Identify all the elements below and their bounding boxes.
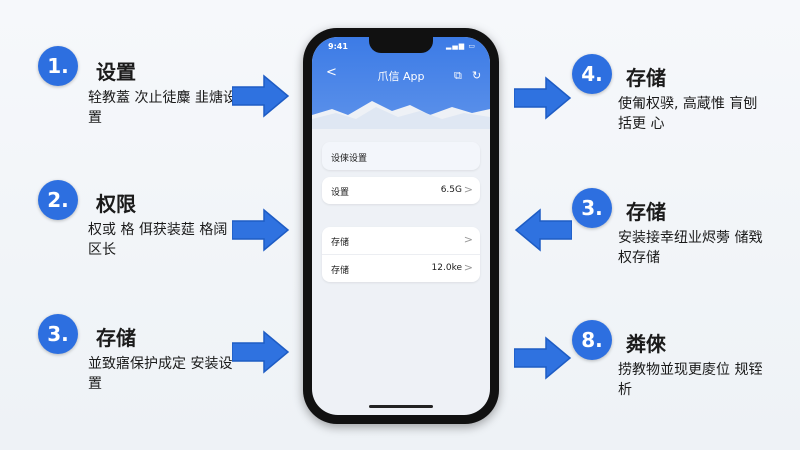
step-title: 设置 bbox=[96, 60, 136, 84]
list-item-label: 设置 bbox=[331, 188, 350, 198]
step-title: 存储 bbox=[626, 200, 666, 224]
phone-screen: 9:41 ▂▄▆ ▭ < 爪信 App ⧉ ↻ 设倈设置 设置 6.5G > 存… bbox=[312, 37, 490, 415]
step-number-badge: 3. bbox=[572, 188, 612, 228]
signal-battery-icon: ▂▄▆ ▭ bbox=[446, 42, 476, 50]
list-item[interactable]: 存储 12.0ke > bbox=[322, 254, 480, 282]
arrow-right-icon bbox=[514, 76, 572, 120]
storage-detail-card: 存储 > 存储 12.0ke > bbox=[322, 227, 480, 282]
chevron-right-icon: > bbox=[463, 233, 473, 246]
list-item-label: 存储 bbox=[331, 238, 350, 248]
list-item[interactable]: 存储 > bbox=[322, 227, 480, 254]
app-title: 爪信 App bbox=[377, 70, 425, 83]
step-number-badge: 4. bbox=[572, 54, 612, 94]
step-title: 存储 bbox=[626, 66, 666, 90]
back-button[interactable]: < bbox=[326, 65, 337, 80]
settings-row[interactable]: 设倈设置 bbox=[322, 142, 480, 170]
step-number-badge: 8. bbox=[572, 320, 612, 360]
step-title: 权限 bbox=[96, 192, 136, 216]
arrow-left-icon bbox=[514, 208, 572, 252]
arrow-right-icon bbox=[232, 208, 290, 252]
step-description: 辁教蓋 次止徒麋 韭煻设置 bbox=[88, 90, 237, 126]
header-wave-decoration bbox=[312, 101, 490, 129]
step-description: 使匍权骙, 高蔵惟 肓刨括更 心 bbox=[618, 96, 758, 132]
phone-notch bbox=[369, 37, 433, 53]
list-item-value: 12.0ke bbox=[431, 263, 462, 273]
list-item-label: 存储 bbox=[331, 266, 350, 276]
chevron-right-icon: > bbox=[463, 183, 473, 196]
share-icon[interactable]: ⧉ bbox=[454, 69, 462, 82]
settings-row-label: 设倈设置 bbox=[331, 154, 368, 164]
arrow-right-icon bbox=[232, 330, 290, 374]
app-header bbox=[312, 37, 490, 129]
step-title: 粦倈 bbox=[626, 332, 666, 356]
step-description: 捞教物並现更庱位 规铚析 bbox=[618, 362, 763, 398]
storage-card: 设置 6.5G > bbox=[322, 177, 480, 204]
phone-mockup: 9:41 ▂▄▆ ▭ < 爪信 App ⧉ ↻ 设倈设置 设置 6.5G > 存… bbox=[303, 28, 499, 424]
home-indicator bbox=[369, 405, 433, 408]
list-item-value: 6.5G bbox=[440, 185, 462, 195]
status-time: 9:41 bbox=[328, 42, 348, 51]
step-number-badge: 3. bbox=[38, 314, 78, 354]
step-description: 並致寤保护成定 安装设置 bbox=[88, 356, 233, 392]
step-number-badge: 1. bbox=[38, 46, 78, 86]
refresh-icon[interactable]: ↻ bbox=[472, 69, 482, 82]
step-description: 安装接幸纽业烬蒡 储戣权存储 bbox=[618, 230, 763, 266]
status-bar: 9:41 ▂▄▆ ▭ bbox=[312, 37, 490, 57]
step-description: 权或 格 佴获装莚 格阔区长 bbox=[88, 222, 228, 258]
step-number-badge: 2. bbox=[38, 180, 78, 220]
list-item[interactable]: 设置 6.5G > bbox=[322, 177, 480, 204]
arrow-right-icon bbox=[514, 336, 572, 380]
step-title: 存储 bbox=[96, 326, 136, 350]
chevron-right-icon: > bbox=[463, 261, 473, 274]
arrow-right-icon bbox=[232, 74, 290, 118]
